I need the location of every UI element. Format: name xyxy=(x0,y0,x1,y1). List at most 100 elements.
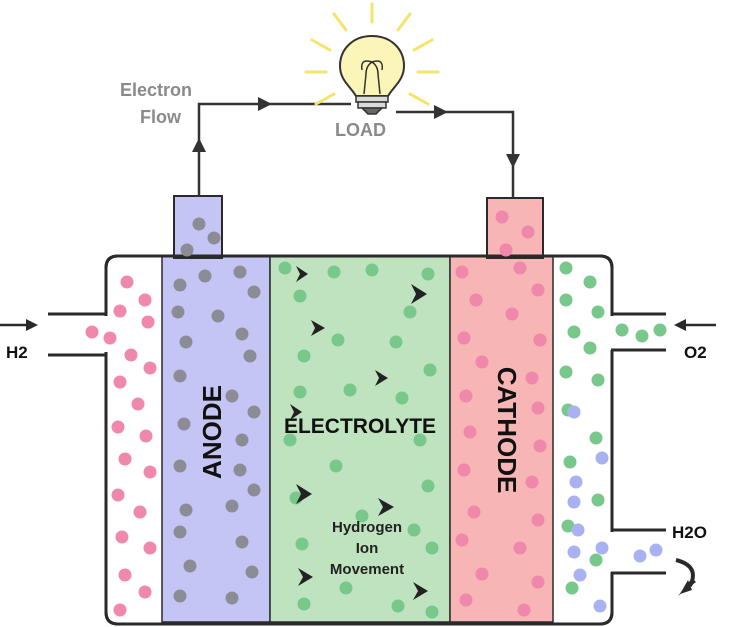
anode-particle xyxy=(177,417,191,431)
water-particle xyxy=(595,541,609,555)
water-particle xyxy=(633,549,647,563)
hydrogen-ion-label-line2: Ion xyxy=(356,540,379,557)
electrolyte-particle xyxy=(295,537,309,551)
cathode-particle xyxy=(499,243,513,257)
anode-particle xyxy=(198,269,212,283)
hydrogen-particle xyxy=(124,348,138,362)
anode-particle xyxy=(247,285,261,299)
hydrogen-particle xyxy=(111,420,125,434)
anode-particle xyxy=(211,309,225,323)
anode-particle xyxy=(179,335,193,349)
oxygen-particle xyxy=(559,365,573,379)
water-particle xyxy=(571,523,585,537)
oxygen-particle xyxy=(615,323,629,337)
oxygen-particle xyxy=(561,519,575,533)
electrolyte-label: ELECTROLYTE xyxy=(284,415,436,438)
hydrogen-particle xyxy=(138,585,152,599)
chevron-icon xyxy=(413,582,428,600)
chevron-icon xyxy=(298,568,313,586)
chevron-icon xyxy=(296,484,312,504)
cathode-particle xyxy=(533,439,547,453)
cathode-particle xyxy=(505,307,519,321)
electrolyte-particle xyxy=(331,333,345,347)
anode-particle xyxy=(225,499,239,513)
cathode-particle xyxy=(455,533,469,547)
water-particle xyxy=(649,543,663,557)
light-bulb-icon xyxy=(304,2,440,115)
hydrogen-particle xyxy=(143,361,157,375)
water-particle xyxy=(595,451,609,465)
electrolyte-particle xyxy=(395,391,409,405)
water-particle xyxy=(567,495,581,509)
anode-particle xyxy=(235,535,249,549)
electron-flow-label-line2: Flow xyxy=(140,107,182,127)
hydrogen-particle xyxy=(120,275,134,289)
anode-particle xyxy=(247,483,261,497)
anode-particle xyxy=(173,369,187,383)
ion-chevrons xyxy=(290,266,428,600)
electrolyte-particle xyxy=(403,305,417,319)
oxygen-particle xyxy=(567,325,581,339)
hydrogen-ion-label-line3: Movement xyxy=(330,561,404,578)
hydrogen-particle xyxy=(113,304,127,318)
cathode-particle xyxy=(467,505,481,519)
hydrogen-particle xyxy=(115,530,129,544)
electrolyte-particle xyxy=(283,433,297,447)
arrow-right-icon xyxy=(0,319,38,331)
electrolyte-particle xyxy=(407,523,421,537)
electrolyte-particle xyxy=(389,335,403,349)
cathode-particle xyxy=(459,593,473,607)
cathode-particle xyxy=(525,371,539,385)
water-particle xyxy=(573,568,587,582)
cathode-plate xyxy=(449,255,554,623)
hydrogen-particle xyxy=(118,452,132,466)
electron-flow-label-line1: Electron xyxy=(120,80,192,100)
cathode-particle xyxy=(531,401,545,415)
hydrogen-particle xyxy=(85,325,99,339)
electrolyte-particle xyxy=(421,479,435,493)
anode-particle xyxy=(235,433,249,447)
load-label: LOAD xyxy=(335,120,386,140)
hydrogen-particle xyxy=(133,505,147,519)
hydrogen-particle xyxy=(118,568,132,582)
electrolyte-particle xyxy=(355,509,369,523)
cathode-particle xyxy=(457,463,471,477)
wire-arrows xyxy=(192,97,520,168)
electrolyte-particle xyxy=(297,597,311,611)
hydrogen-particle xyxy=(131,397,145,411)
hydrogen-particle xyxy=(103,331,117,345)
chevron-icon xyxy=(375,370,388,386)
oxygen-particle xyxy=(559,293,573,307)
cathode-particle xyxy=(475,355,489,369)
water-particle xyxy=(567,545,581,559)
hydrogen-particle xyxy=(143,465,157,479)
h2-inlet-pipe xyxy=(48,312,110,357)
electrolyte-particle xyxy=(297,349,311,363)
oxygen-particle xyxy=(653,323,667,337)
water-particle xyxy=(569,475,583,489)
hydrogen-particle xyxy=(113,603,127,617)
arrow-right-icon xyxy=(258,97,272,111)
oxygen-particle xyxy=(565,581,579,595)
anode-particle xyxy=(245,565,259,579)
cathode-terminal xyxy=(486,197,544,259)
cathode-particle xyxy=(521,225,535,239)
oxygen-particle xyxy=(563,455,577,469)
circuit-wires xyxy=(197,102,515,198)
chevron-icon xyxy=(411,284,427,304)
oxygen-particle xyxy=(583,341,597,355)
cathode-particle xyxy=(463,425,477,439)
electrolyte-particle xyxy=(391,599,405,613)
gas-arrows xyxy=(0,319,716,596)
electrolyte-particle xyxy=(365,263,379,277)
anode-particle xyxy=(235,327,249,341)
cathode-particle xyxy=(475,567,489,581)
oxygen-particle xyxy=(559,261,573,275)
anode-label: ANODE xyxy=(197,385,227,479)
electrolyte-particle xyxy=(339,581,353,595)
hydrogen-ion-label-line1: Hydrogen xyxy=(332,519,402,536)
o2-label: O2 xyxy=(684,343,707,362)
h2o-label: H2O xyxy=(672,523,707,542)
hydrogen-particle xyxy=(143,541,157,555)
